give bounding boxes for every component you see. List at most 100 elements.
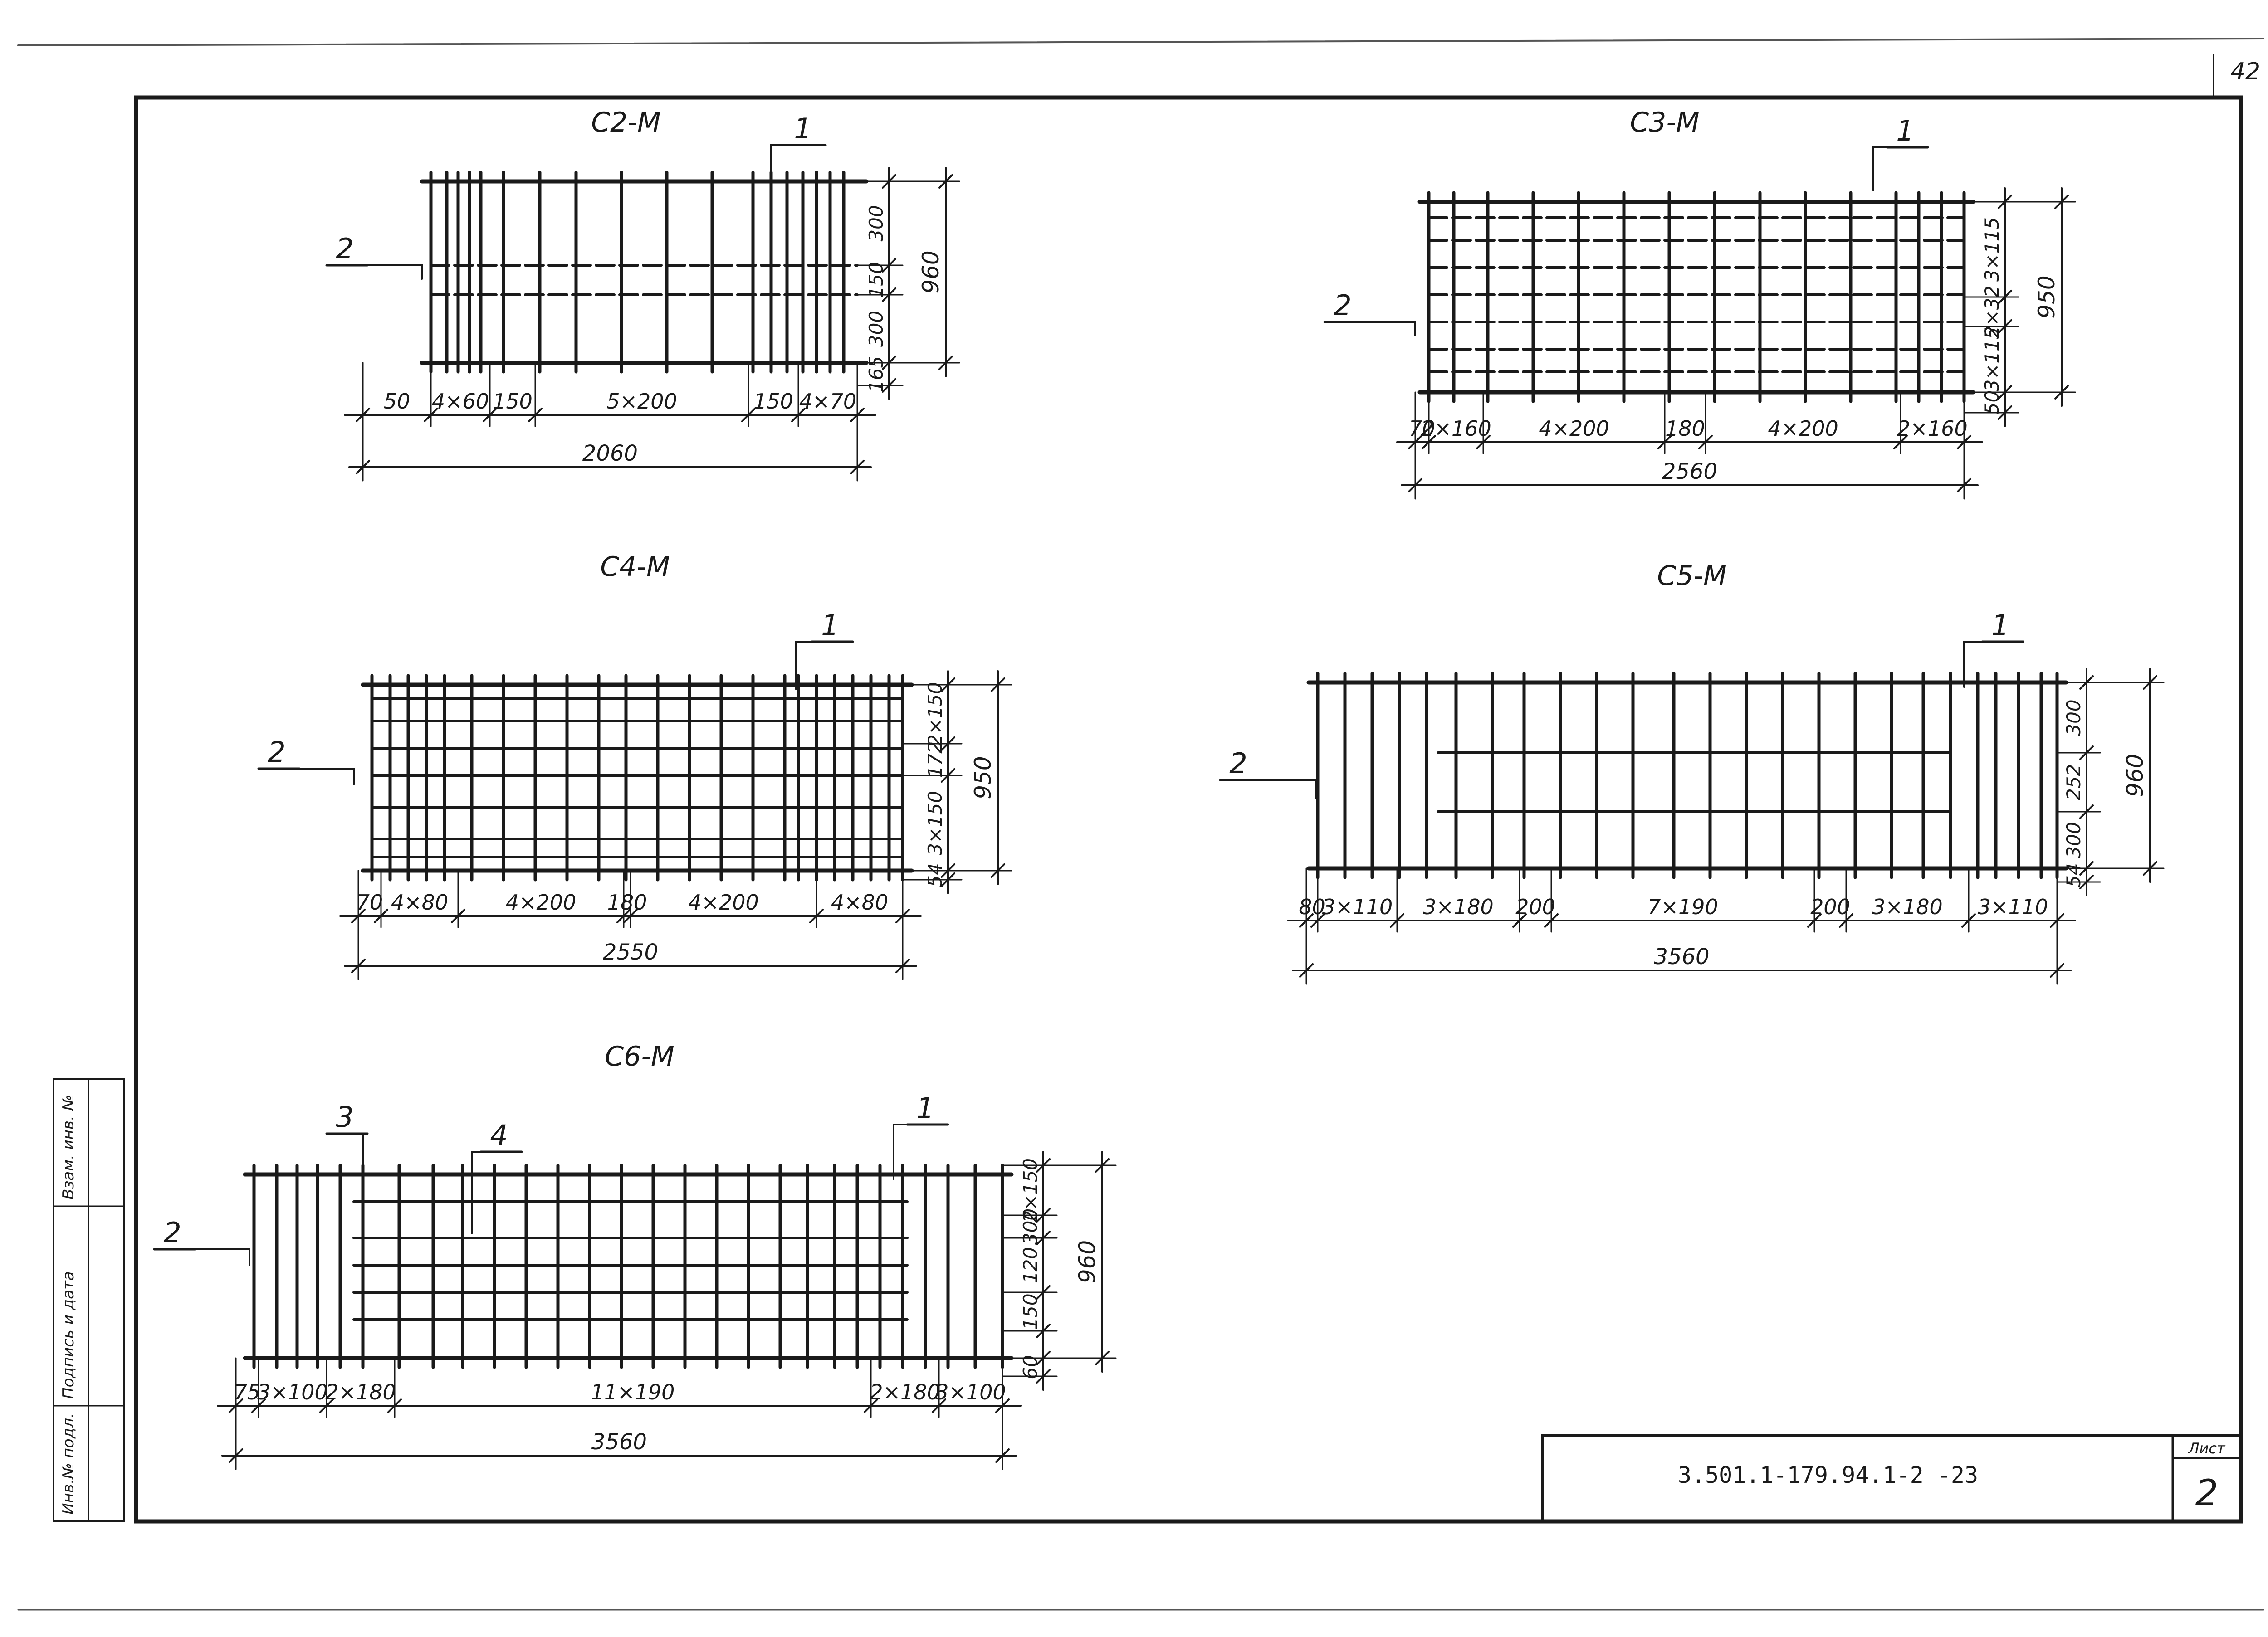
side-dimension-label: 2×150 <box>924 682 946 746</box>
dimension-tick <box>1299 963 1314 978</box>
total-height-label: 960 <box>2122 754 2148 797</box>
bottom-dimension-label: 4×200 <box>1539 416 1609 441</box>
page-number: 42 <box>2230 58 2260 85</box>
callout-number-2: 2 <box>1334 289 1351 322</box>
mesh-title: С2-М <box>591 107 661 138</box>
bottom-dimension-label: 2×180 <box>325 1380 396 1404</box>
total-height-label: 960 <box>918 250 944 293</box>
dimension-tick <box>1961 913 1976 928</box>
total-height-dimension: 950 <box>947 670 1012 885</box>
side-dimension-label: 120 <box>1019 1247 1041 1283</box>
stamp-inventory-label: Инв.№ подл. <box>59 1413 78 1515</box>
total-height-label: 960 <box>1074 1240 1100 1283</box>
callout-leader <box>1342 321 1416 336</box>
mesh-title: С4-М <box>600 551 670 583</box>
total-height-label: 950 <box>970 756 996 799</box>
dimension-tick <box>2143 675 2157 690</box>
dimension-tick <box>741 408 756 422</box>
dimension-tick <box>616 909 631 923</box>
total-length-dimension: 2550 <box>344 915 917 980</box>
dimension-tick <box>850 460 865 474</box>
side-dimension-label: 300 <box>1019 1208 1041 1245</box>
dimension-tick <box>1893 435 1908 449</box>
side-dimension-label: 172 <box>924 741 946 778</box>
inner-frame <box>134 95 2243 1524</box>
total-length-label: 2560 <box>1662 459 1717 484</box>
callout-leader <box>1872 146 1906 191</box>
dimension-tick <box>882 287 896 302</box>
callout-number-2: 2 <box>1229 747 1247 780</box>
side-dimension-label: 165 <box>865 356 887 392</box>
side-dimension-label: 300 <box>2063 699 2085 736</box>
bottom-dimension-label: 2×160 <box>1421 416 1491 441</box>
bottom-dimension-label: 150 <box>493 389 533 414</box>
total-length-dimension: 2560 <box>1401 441 1979 500</box>
dimension-tick <box>1807 913 1822 928</box>
dimension-tick <box>941 736 955 751</box>
title-block: 3.501.1-179.94.1-2 -23 Лист 2 <box>1541 1434 2242 1523</box>
bottom-dimension-label: 5×200 <box>606 389 677 414</box>
dimension-tick <box>1839 913 1853 928</box>
callout-number-1: 1 <box>794 112 811 145</box>
bottom-dimension-label: 4×80 <box>391 890 448 915</box>
callout-number-3: 3 <box>336 1101 353 1134</box>
dimension-tick <box>351 959 366 973</box>
callout-number-1: 1 <box>1991 609 2009 642</box>
bottom-dimension-label: 70 <box>357 890 383 915</box>
bottom-dimension-label: 4×200 <box>506 890 577 915</box>
total-height-dimension: 960 <box>1042 1151 1117 1373</box>
dimension-tick <box>251 1398 266 1413</box>
side-dimension-label: 252 <box>2063 764 2085 800</box>
bottom-dimension-label: 80 <box>1299 895 1325 919</box>
stamp-replace-label: Взам. инв. № <box>59 1095 78 1199</box>
side-dimension-label: 150 <box>1019 1293 1041 1330</box>
dimension-tick <box>356 460 370 474</box>
side-dimension-label: 2×150 <box>1019 1158 1041 1223</box>
bottom-dimension-label: 3×180 <box>1423 895 1494 919</box>
total-length-label: 3560 <box>591 1429 647 1455</box>
side-dimension-label: 300 <box>865 205 887 241</box>
total-length-label: 3560 <box>1654 944 1709 970</box>
side-dimension-label: 2×32 <box>1981 286 2003 338</box>
bottom-dimension-label: 4×200 <box>688 890 759 915</box>
side-dimension-label: 300 <box>2063 822 2085 858</box>
total-length-label: 2060 <box>582 441 638 466</box>
stamp-signature-label: Подпись и дата <box>59 1271 78 1399</box>
dimension-tick <box>1095 1158 1110 1173</box>
dimension-tick <box>1036 1231 1051 1245</box>
total-height-label: 950 <box>2033 275 2060 318</box>
dimension-tick <box>882 258 896 273</box>
callout-leader <box>344 264 423 280</box>
sheet-number: 2 <box>2195 1472 2219 1514</box>
dimension-tick <box>1408 478 1422 492</box>
bottom-dimension-label: 150 <box>753 389 793 414</box>
dimension-tick <box>319 1398 334 1413</box>
dimension-tick <box>1310 913 1325 928</box>
dimension-tick <box>1476 435 1491 449</box>
bottom-dimension-label: 4×200 <box>1768 416 1838 441</box>
dimension-tick <box>1036 1285 1051 1300</box>
outer-top-edge <box>17 38 2264 46</box>
callout-leader <box>171 1248 250 1266</box>
bottom-dimension-label: 11×190 <box>591 1380 675 1404</box>
bottom-dimension-label: 2×180 <box>870 1380 940 1404</box>
dimension-tick <box>1698 435 1713 449</box>
sheet-label: Лист <box>2188 1440 2225 1457</box>
callout-number-2: 2 <box>268 736 285 769</box>
dimension-tick <box>991 677 1005 692</box>
bottom-dimension-label: 200 <box>1810 895 1850 919</box>
dimension-tick <box>229 1448 243 1463</box>
bottom-dimension-label: 4×70 <box>799 389 856 414</box>
dimension-tick <box>1095 1351 1110 1365</box>
total-length-dimension: 3560 <box>1292 920 2072 985</box>
dimension-tick <box>2079 745 2094 760</box>
dimension-tick <box>941 872 955 887</box>
callout-leader <box>795 641 831 690</box>
